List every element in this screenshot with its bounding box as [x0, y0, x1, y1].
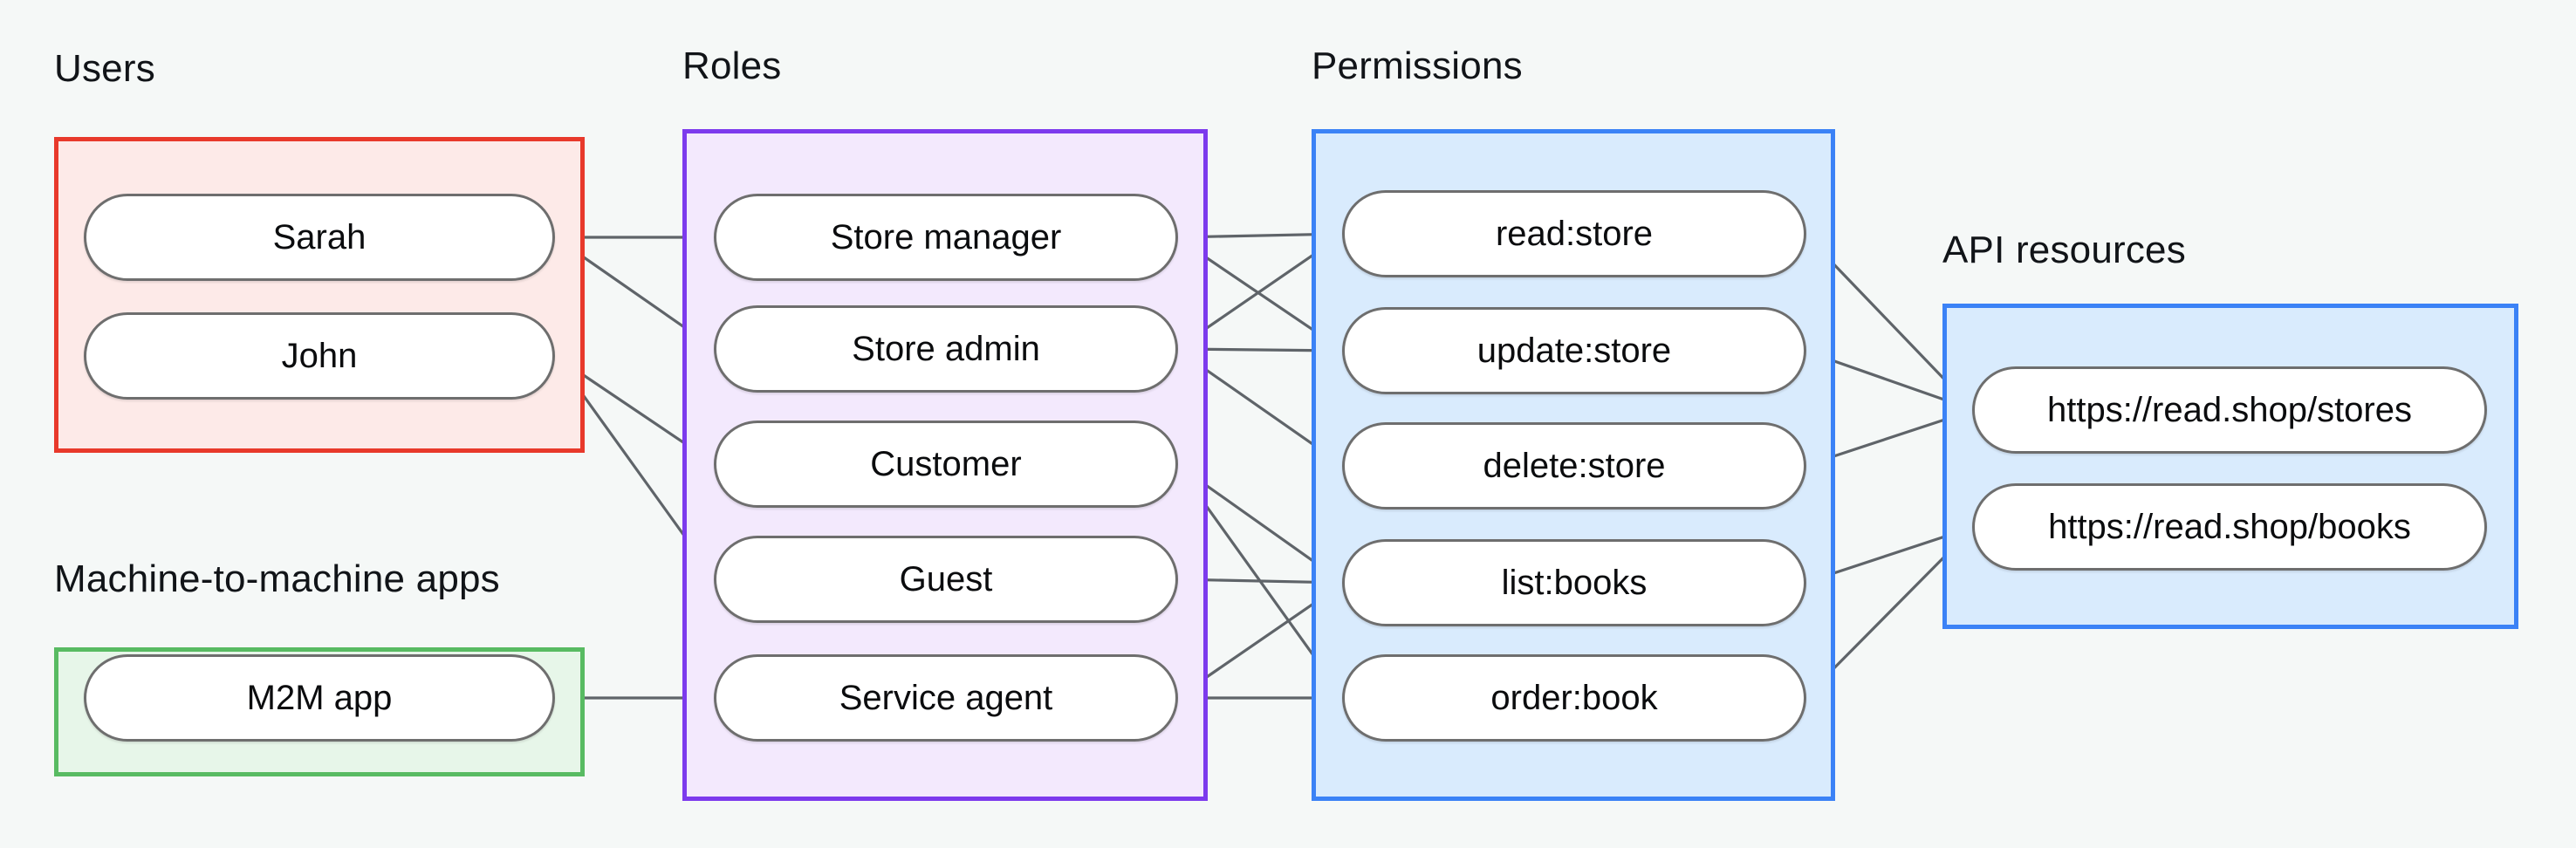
- node-list-books[interactable]: list:books: [1342, 539, 1806, 626]
- node-update-store[interactable]: update:store: [1342, 307, 1806, 394]
- node-m2m-app[interactable]: M2M app: [84, 654, 555, 742]
- group-box-api-resources: [1942, 304, 2518, 629]
- group-box-users: [54, 137, 585, 453]
- node-delete-store[interactable]: delete:store: [1342, 422, 1806, 509]
- node-customer[interactable]: Customer: [714, 421, 1178, 508]
- node-read-store[interactable]: read:store: [1342, 190, 1806, 277]
- node-john[interactable]: John: [84, 312, 555, 400]
- node-store-admin[interactable]: Store admin: [714, 305, 1178, 393]
- group-label-permissions: Permissions: [1312, 44, 1523, 87]
- node-guest[interactable]: Guest: [714, 536, 1178, 623]
- node-sarah[interactable]: Sarah: [84, 194, 555, 281]
- node-store-manager[interactable]: Store manager: [714, 194, 1178, 281]
- group-label-api-resources: API resources: [1942, 229, 2186, 271]
- node-service-agent[interactable]: Service agent: [714, 654, 1178, 742]
- group-label-users: Users: [54, 47, 155, 90]
- group-label-roles: Roles: [682, 44, 782, 87]
- node-res-stores[interactable]: https://read.shop/stores: [1972, 366, 2487, 454]
- node-res-books[interactable]: https://read.shop/books: [1972, 483, 2487, 571]
- group-label-machine-to-machine-apps: Machine-to-machine apps: [54, 557, 500, 600]
- node-order-book[interactable]: order:book: [1342, 654, 1806, 742]
